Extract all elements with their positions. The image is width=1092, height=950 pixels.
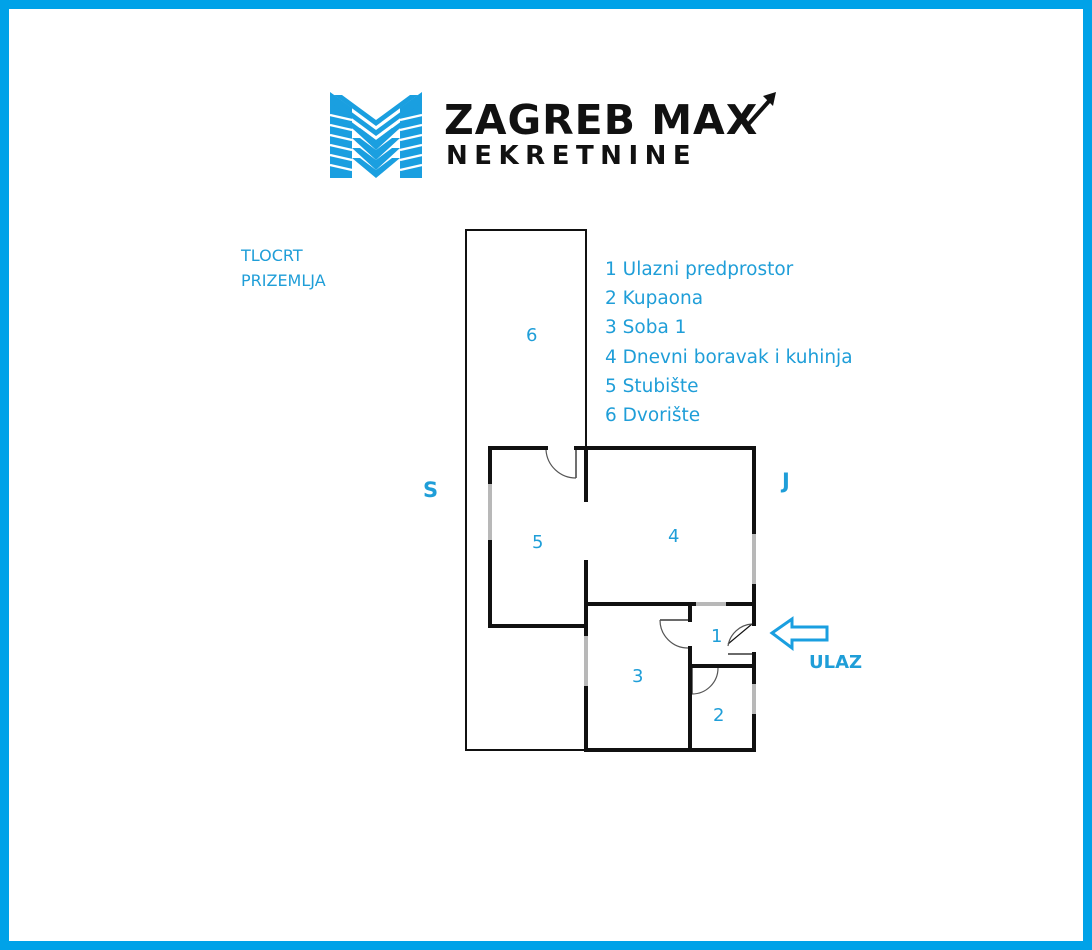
- legend-item: 2 Kupaona: [605, 288, 704, 310]
- room-label-6: 6: [526, 325, 538, 346]
- plan-title: TLOCRT PRIZEMLJA: [241, 243, 326, 293]
- stylized-m-logo-icon: [329, 92, 423, 178]
- room-label-4: 4: [668, 526, 680, 547]
- compass-left-label: S: [423, 478, 439, 502]
- legend-item: 4 Dnevni boravak i kuhinja: [605, 346, 853, 368]
- legend-item: 1 Ulazni predprostor: [605, 259, 794, 280]
- growth-arrow-icon: [743, 92, 776, 130]
- plan-title-line-2: PRIZEMLJA: [241, 271, 326, 290]
- room-label-5: 5: [532, 532, 544, 553]
- logo-subtitle: NEKRETNINE: [446, 141, 698, 171]
- compass-right-label: J: [782, 469, 790, 493]
- doors: [545, 448, 753, 695]
- legend-item: 3 Soba 1: [605, 317, 687, 339]
- logo-brand: ZAGREB MAX: [444, 96, 759, 144]
- room-label-1: 1: [711, 626, 723, 647]
- windows: [488, 484, 756, 714]
- room-label-3: 3: [632, 666, 644, 687]
- walls: [488, 446, 756, 752]
- plan-title-line-1: TLOCRT: [241, 246, 303, 265]
- room-legend: 1 Ulazni predprostor 2 Kupaona 3 Soba 1 …: [605, 255, 853, 430]
- entrance-label: ULAZ: [809, 652, 863, 673]
- room-label-2: 2: [713, 705, 725, 726]
- legend-item: 6 Dvorište: [605, 405, 701, 427]
- legend-item: 5 Stubište: [605, 375, 699, 397]
- arrow-left-icon: [769, 616, 829, 651]
- yard-outline: [465, 229, 587, 751]
